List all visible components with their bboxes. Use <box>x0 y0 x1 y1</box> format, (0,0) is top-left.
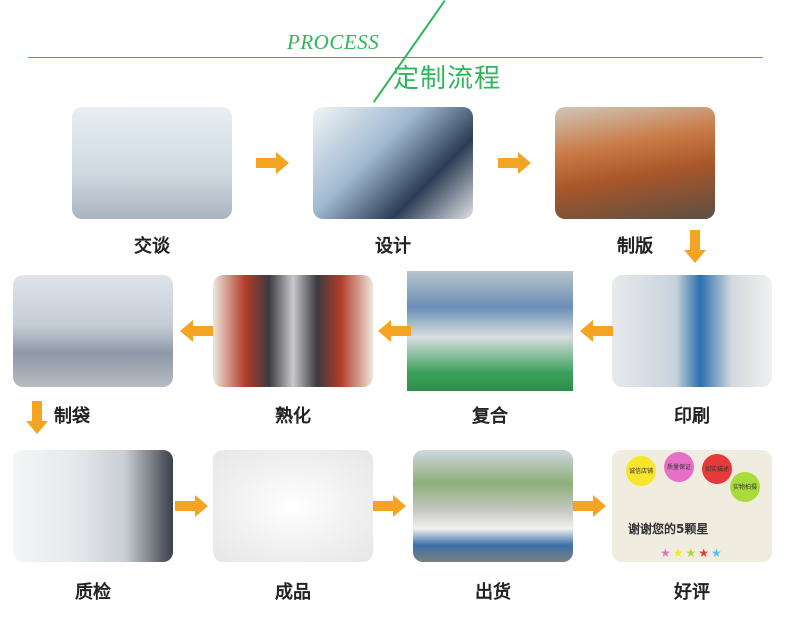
step-label: 制袋 <box>54 406 90 427</box>
inspection-photo <box>13 450 173 562</box>
balloon: 质量保证 <box>664 452 694 482</box>
balloon: 如实描述 <box>702 454 732 484</box>
arrow-left-icon <box>378 320 411 342</box>
review-image: 诚信店铺 质量保证 如实描述 实物拍摄 谢谢您的5颗星 ★★★★★ <box>612 450 772 562</box>
stars-icon: ★★★★★ <box>660 546 724 560</box>
step-label: 质检 <box>75 582 111 603</box>
arrow-down-icon <box>684 230 706 263</box>
finished-photo <box>213 450 373 562</box>
thanks-text: 谢谢您的5颗星 <box>628 522 709 536</box>
arrow-down-icon <box>26 401 48 434</box>
step-shipping <box>413 450 573 562</box>
step-label: 制版 <box>617 236 653 257</box>
arrow-left-icon <box>580 320 613 342</box>
print-photo <box>612 275 772 387</box>
arrow-right-icon <box>373 495 406 517</box>
step-laminate <box>407 271 573 391</box>
step-inspection <box>13 450 173 562</box>
step-design <box>313 107 473 219</box>
step-print <box>612 275 772 387</box>
step-label: 印刷 <box>674 406 710 427</box>
plate-photo <box>555 107 715 219</box>
step-label: 熟化 <box>275 406 311 427</box>
step-label: 好评 <box>674 582 710 603</box>
step-finished <box>213 450 373 562</box>
curing-photo <box>213 275 373 387</box>
balloon: 诚信店铺 <box>626 456 656 486</box>
step-label: 出货 <box>475 582 511 603</box>
title-cn: 定制流程 <box>393 64 502 94</box>
design-photo <box>313 107 473 219</box>
step-label: 交谈 <box>134 236 170 257</box>
arrow-right-icon <box>498 152 531 174</box>
laminate-photo <box>407 271 573 391</box>
step-label: 成品 <box>275 582 311 603</box>
step-talk <box>72 107 232 219</box>
shipping-photo <box>413 450 573 562</box>
talk-photo <box>72 107 232 219</box>
step-curing <box>213 275 373 387</box>
balloon: 实物拍摄 <box>730 472 760 502</box>
header-divider <box>28 57 763 58</box>
arrow-left-icon <box>180 320 213 342</box>
arrow-right-icon <box>573 495 606 517</box>
bag-making-photo <box>13 275 173 387</box>
arrow-right-icon <box>256 152 289 174</box>
step-bag-making <box>13 275 173 387</box>
step-label: 设计 <box>375 236 411 257</box>
step-review: 诚信店铺 质量保证 如实描述 实物拍摄 谢谢您的5颗星 ★★★★★ <box>612 450 772 562</box>
step-label: 复合 <box>472 406 508 427</box>
step-plate <box>555 107 715 219</box>
title-en: PROCESS <box>287 30 380 54</box>
arrow-right-icon <box>175 495 208 517</box>
